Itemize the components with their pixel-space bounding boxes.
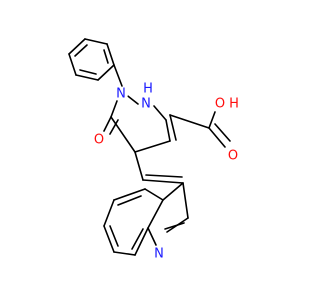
atom-n-indole: N xyxy=(152,247,166,262)
oxygen-label: O xyxy=(94,133,104,148)
bond xyxy=(103,116,112,132)
oxygen-label: O xyxy=(228,149,238,164)
bond xyxy=(117,195,142,206)
bond xyxy=(134,227,149,256)
bond xyxy=(68,53,77,76)
bond xyxy=(75,74,99,81)
bond xyxy=(109,119,119,135)
bond xyxy=(113,188,146,201)
bond xyxy=(182,182,189,219)
bond xyxy=(144,188,164,201)
bond xyxy=(169,114,177,141)
phenyl-ring xyxy=(68,38,115,81)
nitrogen-label: N xyxy=(154,247,164,262)
bond xyxy=(84,38,108,45)
bond xyxy=(103,225,115,253)
bond xyxy=(131,228,144,250)
bond xyxy=(169,114,210,129)
bond xyxy=(214,123,231,142)
bond xyxy=(68,38,86,55)
atom-o5: O xyxy=(92,133,106,148)
bond xyxy=(113,251,136,256)
bond xyxy=(153,105,167,121)
bond xyxy=(165,119,171,142)
bond xyxy=(208,127,226,148)
bond xyxy=(79,69,97,75)
bond xyxy=(208,111,216,129)
molecule-structure-diagram: N N H O O H O N xyxy=(68,38,241,262)
hydrogen-label: H xyxy=(229,97,239,112)
bond xyxy=(134,151,144,181)
bond xyxy=(106,43,115,66)
bond xyxy=(147,199,164,229)
atom-o-carbonyl: O xyxy=(226,149,240,164)
bond xyxy=(164,222,185,230)
bond xyxy=(74,44,88,57)
bond xyxy=(162,182,184,201)
atom-oh: O H xyxy=(213,97,241,112)
bond xyxy=(103,199,115,227)
bond xyxy=(145,174,183,178)
bond xyxy=(110,100,118,118)
atom-n1: N xyxy=(114,87,128,102)
bond xyxy=(113,64,123,87)
bond xyxy=(97,64,115,81)
indole-ring xyxy=(103,182,189,256)
nitrogen-label: N xyxy=(116,87,126,102)
bond xyxy=(134,140,171,153)
bond xyxy=(110,116,136,153)
bond xyxy=(103,49,109,64)
bond xyxy=(142,179,184,184)
nitrogen-label: N xyxy=(141,97,151,112)
bond xyxy=(109,225,119,247)
atom-n2: N H xyxy=(139,82,154,112)
hydrogen-label: H xyxy=(143,82,153,97)
bond xyxy=(147,227,157,246)
oxygen-label: O xyxy=(215,97,225,112)
